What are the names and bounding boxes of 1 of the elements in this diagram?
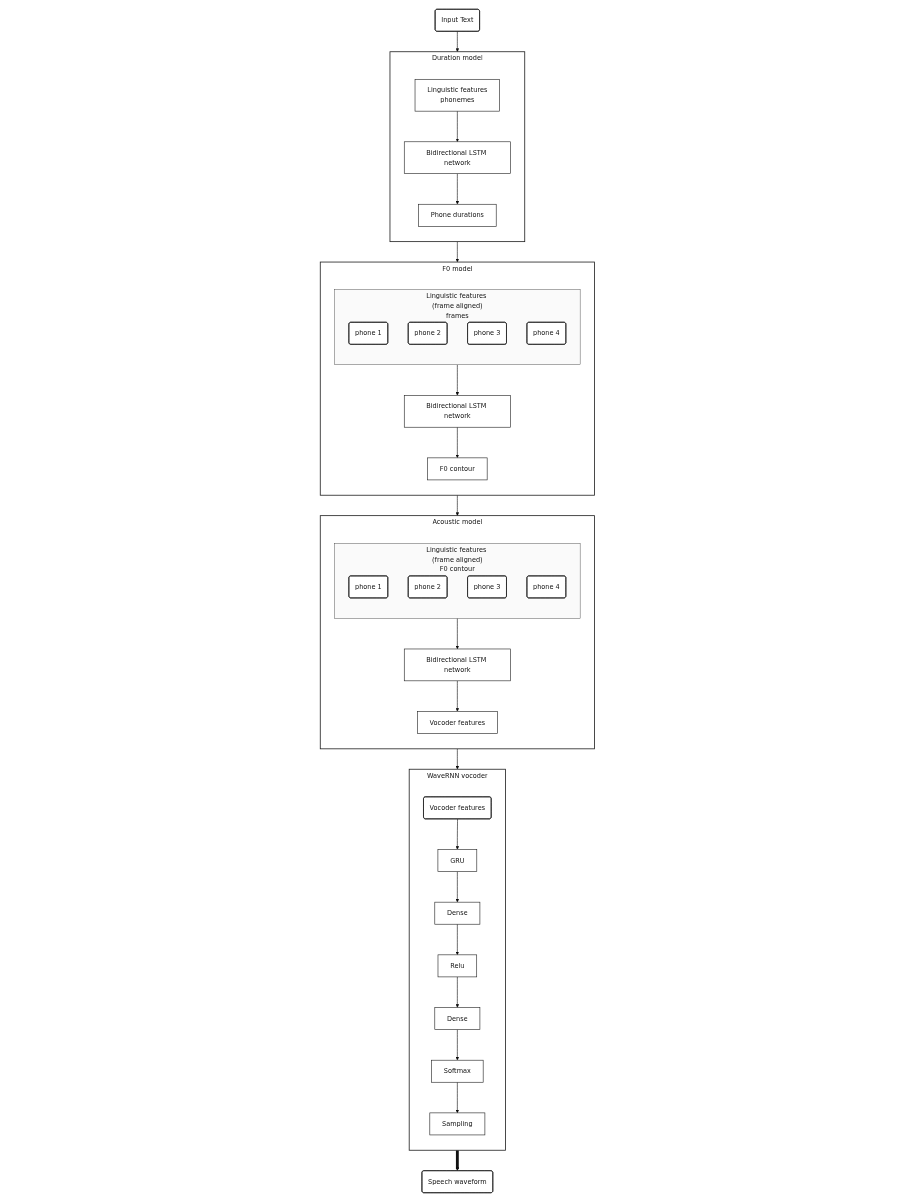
arrow xyxy=(455,1149,459,1171)
